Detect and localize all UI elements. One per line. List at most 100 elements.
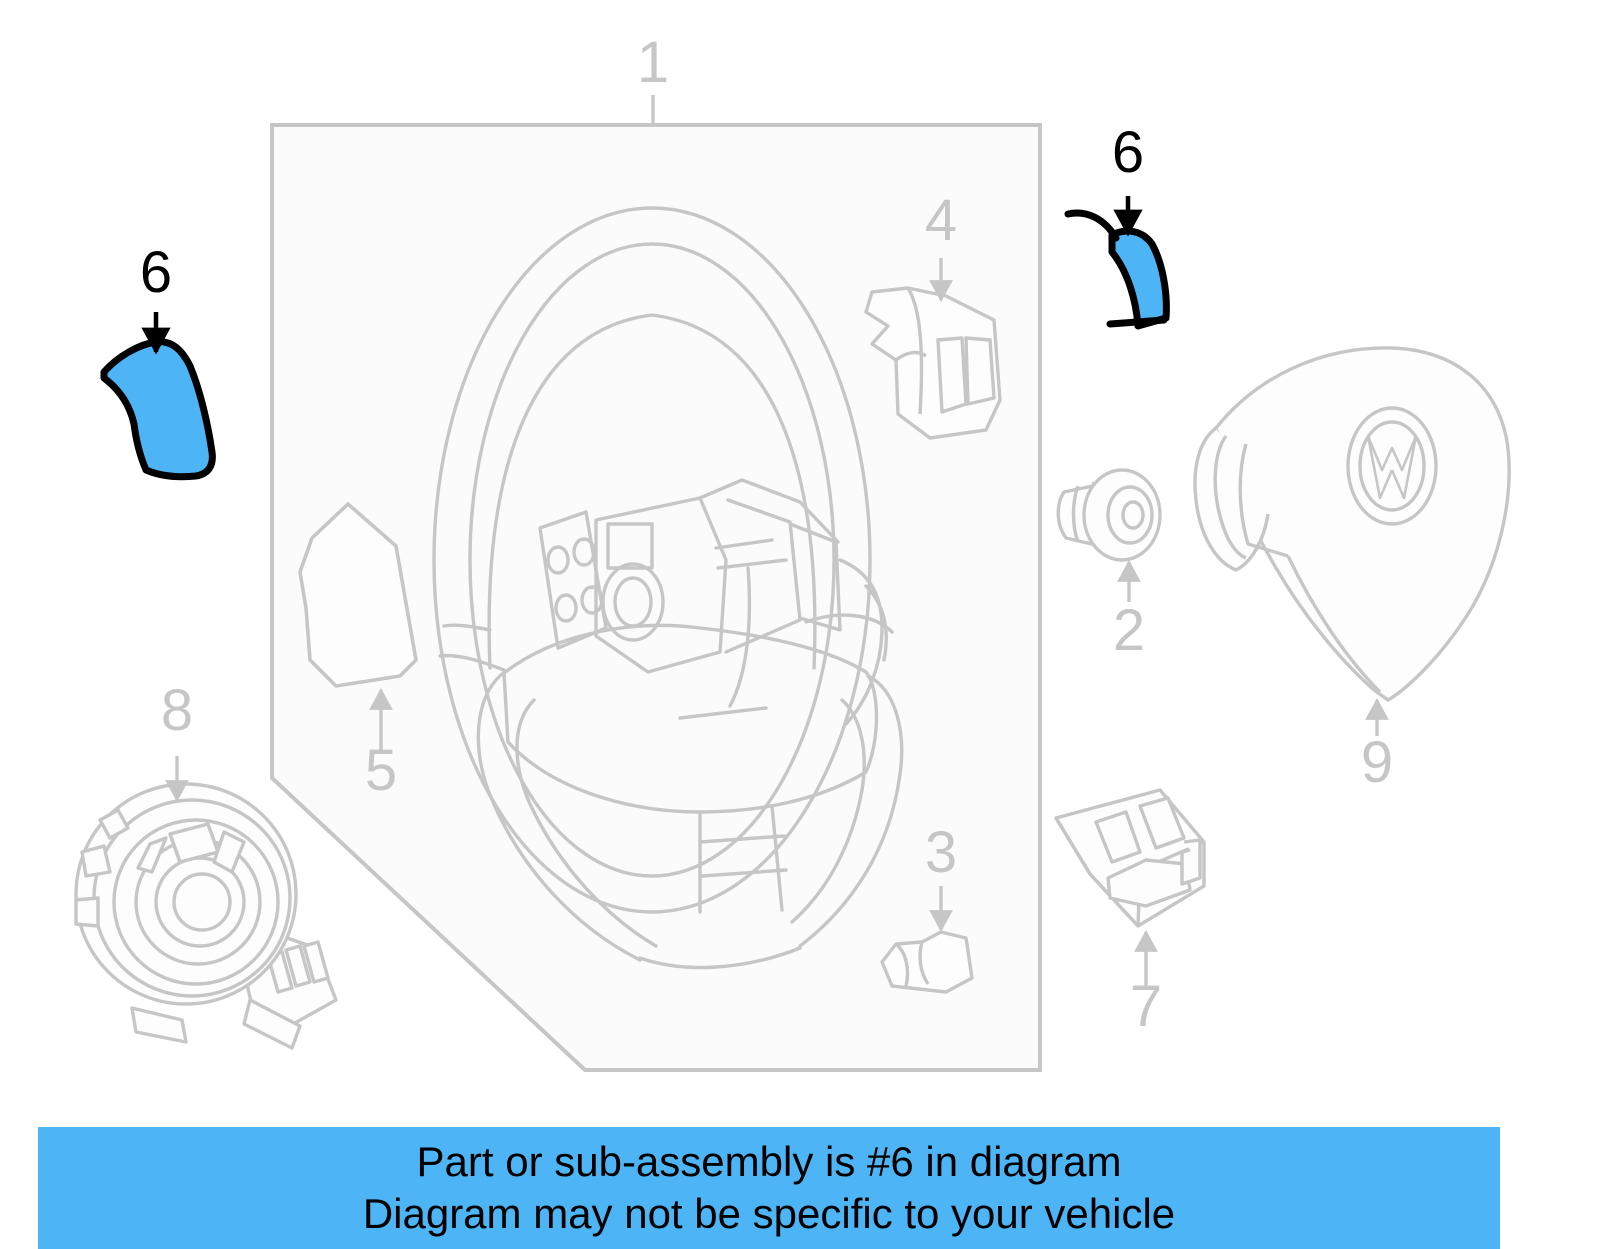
part-9-left-lobe (1193, 426, 1270, 572)
callout-6-left-label: 6 (140, 240, 172, 305)
part-6-right-shape (1108, 227, 1170, 330)
part-8-face-notch-right (212, 830, 246, 874)
caption-banner: Part or sub-assembly is #6 in diagram Di… (38, 1127, 1500, 1249)
callout-1: 1 (637, 30, 669, 125)
steering-wheel-left-spoke-inner (515, 698, 658, 948)
hub-left-shoulder-2 (442, 623, 492, 632)
center-oval-button-outer (601, 562, 665, 642)
steering-wheel-rim-outer (432, 206, 872, 914)
part-8-pin-3 (302, 940, 330, 984)
callout-3-label: 3 (925, 820, 957, 885)
part-6-right-trim-bezel (1064, 209, 1170, 330)
steering-wheel-right-spoke (798, 674, 904, 948)
callout-8: 8 (161, 678, 193, 802)
steering-wheel-center-spoke-band-top (698, 834, 786, 844)
part-2-shank-line-1 (1071, 485, 1080, 543)
part-8-clock-spring (74, 782, 338, 1050)
callout-3: 3 (925, 820, 957, 932)
callout-4-label: 4 (925, 188, 957, 253)
steering-wheel-button-panel-left (538, 510, 608, 650)
button-circle-2 (572, 537, 596, 567)
part-7-slot-3 (1106, 858, 1192, 908)
caption-line-2: Diagram may not be specific to your vehi… (362, 1190, 1176, 1237)
part-7-slot-1 (1094, 810, 1142, 864)
center-square-button (606, 522, 654, 570)
part-4-switch-module (864, 286, 1002, 440)
hub-right-shoulder (838, 558, 884, 726)
part-9-center-seam (1286, 555, 1382, 694)
assembly-outline-shape (270, 123, 1042, 1072)
steering-wheel-center-spoke-band-bottom (700, 868, 788, 878)
part-7-slot-4 (1180, 838, 1202, 886)
part-9-left-lobe-inner (1213, 434, 1247, 560)
part-4-ridge-1 (906, 287, 924, 415)
part-2-head-center (1121, 500, 1145, 530)
part-6-left-trim-bezel (100, 338, 216, 481)
part-6-left-shape (100, 338, 216, 481)
callout-4: 4 (925, 188, 957, 302)
part-1-assembly-boundary (270, 123, 1042, 1072)
part-3-cover-cap (880, 930, 974, 994)
part-4-ridge-2 (894, 350, 928, 362)
vw-logo-v-right (1390, 435, 1418, 500)
callout-7-label: 7 (1130, 974, 1162, 1039)
part-8-pin-2 (284, 944, 312, 988)
button-circle-1 (546, 545, 570, 575)
part-8-bottom-tab (130, 1006, 188, 1044)
steering-wheel-hub-plate (502, 623, 879, 814)
center-oval-button-inner (613, 576, 653, 628)
part-9-left-lobe-edge (1238, 443, 1289, 558)
callout-5: 5 (365, 688, 397, 803)
steering-wheel-left-spoke (476, 670, 642, 962)
part-9-logo-ring-inner (1358, 420, 1426, 512)
part-9-body (1214, 346, 1511, 702)
part-6-right-bottom-lip (1106, 316, 1168, 328)
hub-detail-line-2 (716, 558, 788, 570)
part-8-hub-inner (172, 872, 232, 932)
button-circle-3 (554, 593, 578, 623)
steering-wheel-bottom-closure (638, 946, 802, 970)
part-7-slot-2 (1138, 796, 1186, 850)
vw-logo-icon (1366, 435, 1418, 500)
vw-logo-w-top (1366, 435, 1418, 472)
steering-wheel-right-spoke-inner (790, 698, 866, 924)
steering-wheel-rim-inner (468, 242, 836, 878)
hub-detail-line-3 (678, 706, 768, 720)
part-4-bottom-edge (929, 428, 987, 440)
callout-5-label: 5 (365, 738, 397, 803)
callout-8-label: 8 (161, 678, 193, 743)
callout-9: 9 (1361, 698, 1393, 795)
callout-2-label: 2 (1113, 598, 1145, 663)
hub-right-shoulder-inner (864, 584, 888, 662)
callout-2: 2 (1113, 560, 1145, 663)
part-8-face-notch-left (136, 836, 168, 874)
part-7-left-face (1054, 817, 1140, 928)
part-8-tab-2 (80, 844, 112, 878)
callout-6-right: 6 (1112, 120, 1144, 237)
callout-1-label: 1 (637, 30, 669, 95)
callout-9-label: 9 (1361, 730, 1393, 795)
part-3-fold-2 (894, 942, 910, 987)
part-4-button-1 (936, 336, 968, 414)
hub-right-facet-2 (788, 522, 842, 632)
hub-right-facet-1 (724, 498, 802, 654)
part-8-tab-3 (74, 896, 100, 928)
part-6-right-top-lip (1064, 209, 1120, 242)
steering-wheel-upper-inner-edge (487, 313, 817, 670)
part-8-face-block-edge (168, 833, 182, 863)
part-8-tab-1 (98, 808, 130, 840)
part-3-body (880, 930, 974, 994)
callout-6-left: 6 (140, 240, 172, 355)
caption-line-1: Part or sub-assembly is #6 in diagram (416, 1138, 1122, 1185)
hub-right-shoulder-edge (804, 613, 894, 634)
vw-logo-v-left (1366, 435, 1394, 500)
part-8-connector-base (242, 998, 302, 1050)
hub-right-top-edge (698, 478, 840, 544)
steering-wheel-center-spoke-right (770, 804, 784, 912)
steering-wheel-illustration (432, 206, 904, 970)
part-2-bolt (1056, 468, 1162, 562)
hub-detail-line-4 (728, 566, 752, 708)
callout-6-right-label: 6 (1112, 120, 1144, 185)
